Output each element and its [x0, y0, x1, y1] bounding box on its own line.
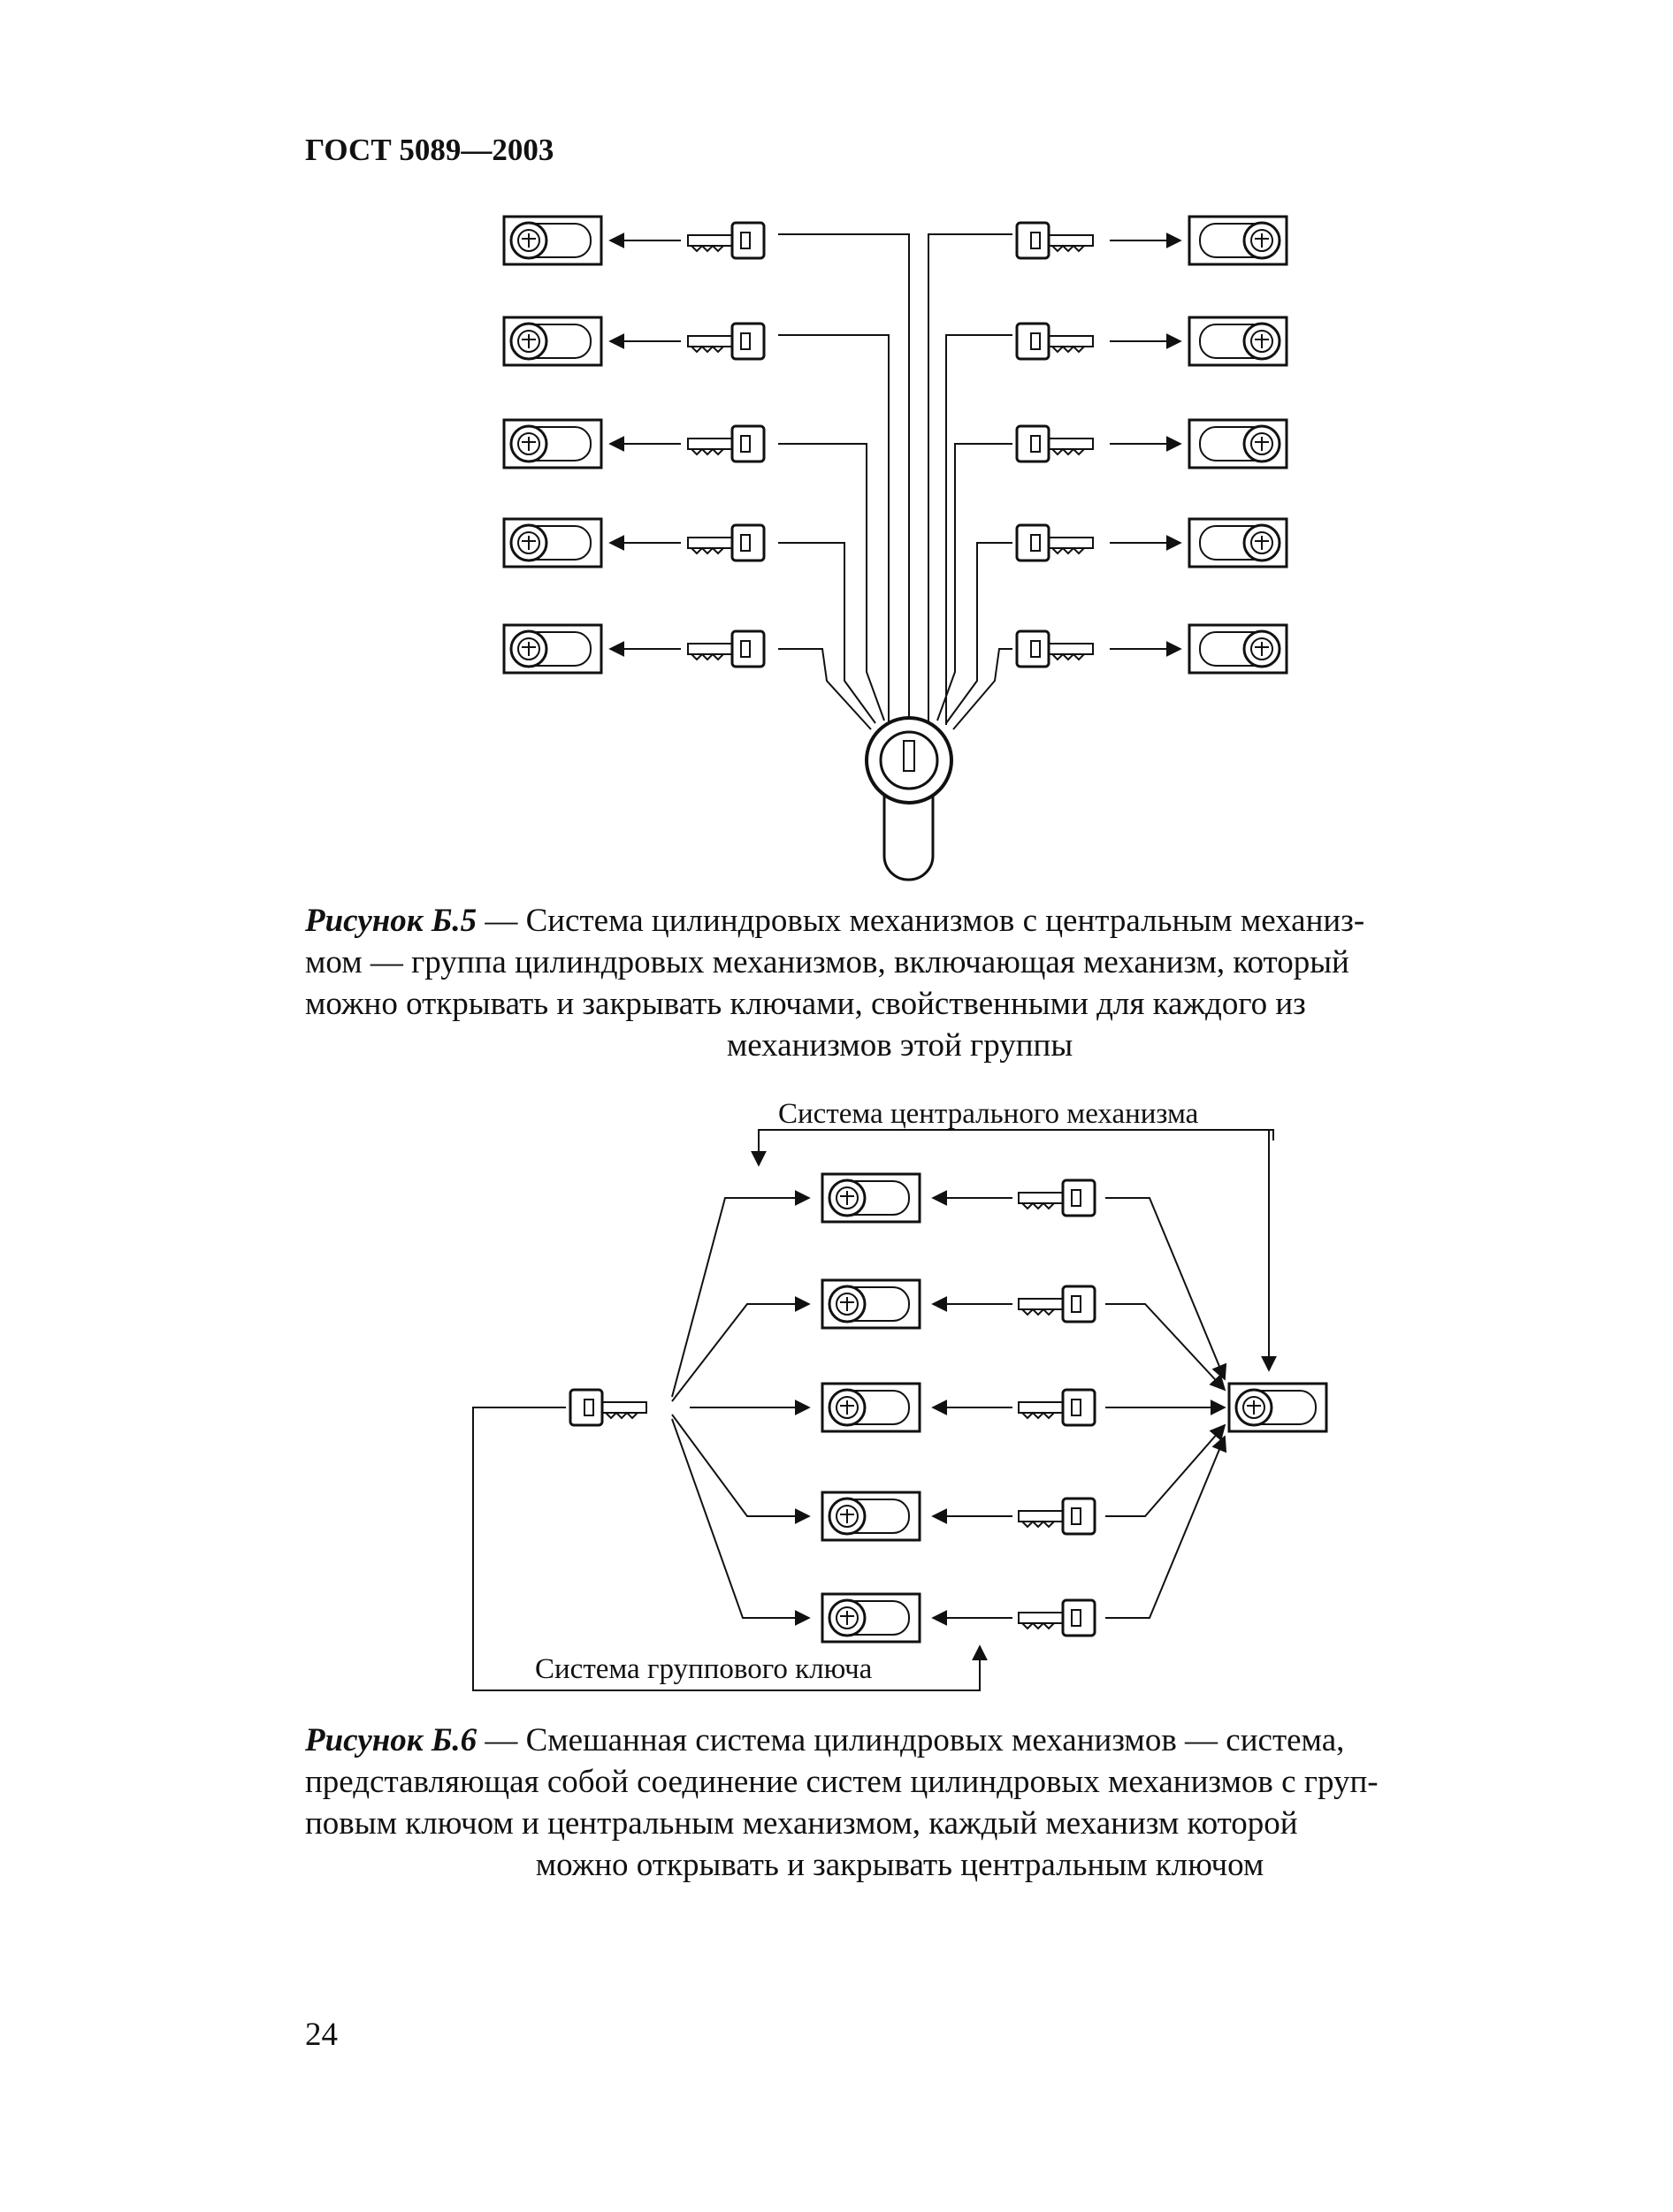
cylinder-lock-icon — [502, 623, 603, 675]
cylinder-lock-icon — [1188, 517, 1288, 568]
figure-b5-caption-label: Рисунок Б.5 — [305, 903, 477, 939]
figure-b5-right-row-5 — [952, 623, 1288, 730]
key-icon — [686, 221, 766, 260]
cylinder-lock-icon — [821, 1172, 921, 1224]
figure-b6-row-2 — [821, 1278, 1226, 1392]
figure-b6-row-3 — [821, 1382, 1226, 1433]
figure-b6-caption: Рисунок Б.6 — Смешанная система цилиндро… — [305, 1720, 1494, 1886]
key-icon — [1017, 1285, 1096, 1323]
figure-b5-diagram — [502, 215, 1288, 881]
key-icon — [1017, 1388, 1096, 1427]
key-icon — [1017, 1178, 1096, 1217]
key-icon — [686, 629, 766, 668]
group-key-icon — [569, 1388, 648, 1427]
cylinder-lock-icon — [502, 215, 603, 266]
figure-b6-caption-line-2: представляющая собой соединение систем ц… — [305, 1764, 1379, 1800]
figure-b5-caption-line-2: мом — группа цилиндровых механизмов, вкл… — [305, 944, 1349, 980]
figure-b5-right-row-1 — [928, 215, 1288, 725]
figure-b6-top-label: Система центрального механизма — [778, 1098, 1199, 1130]
figure-b6-caption-line-4: можно открывать и закрывать центральным … — [535, 1847, 1264, 1883]
key-icon — [686, 322, 766, 361]
figure-b5-caption-line-1: — Система цилиндровых механизмов с центр… — [477, 903, 1365, 939]
central-lock-icon — [1227, 1382, 1328, 1433]
cylinder-lock-icon — [821, 1491, 921, 1542]
key-icon — [1015, 523, 1095, 562]
key-icon — [686, 424, 766, 463]
figure-b5-left-row-3 — [502, 418, 885, 721]
figure-b5-right-row-3 — [936, 418, 1288, 721]
cylinder-lock-icon — [1188, 215, 1288, 266]
cylinder-lock-icon — [1188, 316, 1288, 367]
figure-b5-caption: Рисунок Б.5 — Система цилиндровых механи… — [305, 900, 1494, 1066]
figure-b5-left-row-2 — [502, 316, 890, 725]
key-icon — [1017, 1598, 1096, 1637]
cylinder-lock-icon — [821, 1382, 921, 1433]
key-icon — [1017, 1497, 1096, 1536]
figure-b6-caption-label: Рисунок Б.6 — [305, 1722, 477, 1758]
figure-b6-caption-line-1: — Смешанная система цилиндровых механизм… — [477, 1722, 1345, 1758]
cylinder-lock-icon — [821, 1592, 921, 1644]
key-icon — [686, 523, 766, 562]
cylinder-lock-icon — [502, 418, 603, 469]
figure-b6-bottom-label: Система группового ключа — [535, 1653, 873, 1685]
figure-b5-right-row-2 — [945, 316, 1288, 725]
figure-b5-left-row-1 — [502, 215, 910, 725]
figure-b6-caption-line-3: повым ключом и центральным механизмом, к… — [305, 1805, 1298, 1842]
key-icon — [1015, 221, 1095, 260]
figure-b5-caption-line-4: механизмов этой группы — [726, 1027, 1073, 1064]
cylinder-lock-icon — [502, 517, 603, 568]
page-number: 24 — [305, 2017, 338, 2053]
figure-b6-row-4 — [821, 1423, 1226, 1542]
key-icon — [1015, 322, 1095, 361]
figure-b6-row-5 — [821, 1435, 1227, 1644]
cylinder-lock-icon — [1188, 418, 1288, 469]
key-icon — [1015, 424, 1095, 463]
figure-b5-caption-line-3: можно открывать и закрывать ключами, сво… — [305, 986, 1306, 1022]
figure-b5-left-row-4 — [502, 517, 876, 724]
central-cylinder-icon — [865, 716, 953, 881]
cylinder-lock-icon — [821, 1278, 921, 1330]
key-icon — [1015, 629, 1095, 668]
figure-b5-right-row-4 — [945, 517, 1288, 724]
cylinder-lock-icon — [502, 316, 603, 367]
figure-b6-row-1 — [821, 1172, 1227, 1381]
figure-b5-left-row-5 — [502, 623, 872, 730]
page-header-standard: ГОСТ 5089—2003 — [305, 133, 554, 167]
cylinder-lock-icon — [1188, 623, 1288, 675]
